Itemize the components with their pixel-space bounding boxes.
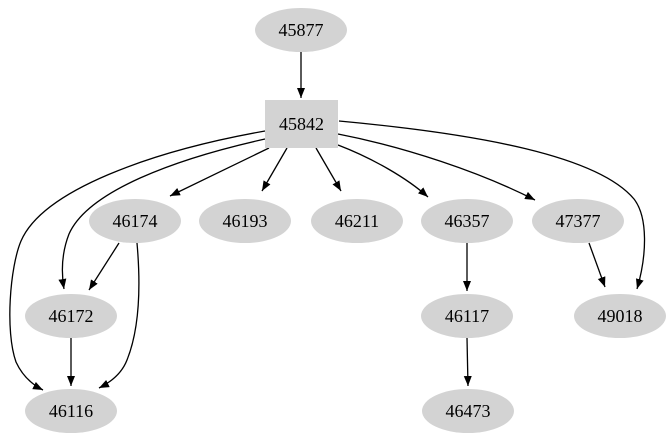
node-46117: 46117 bbox=[421, 294, 513, 338]
node-label: 47377 bbox=[555, 211, 601, 231]
node-label: 46116 bbox=[48, 401, 94, 421]
node-label: 46172 bbox=[48, 306, 94, 326]
node-46473: 46473 bbox=[422, 389, 514, 433]
edge-45842-46357 bbox=[337, 144, 429, 198]
node-label: 45842 bbox=[279, 114, 324, 134]
edge-45842-46116 bbox=[9, 130, 266, 391]
node-label: 46473 bbox=[445, 401, 491, 421]
edge-45842-46174 bbox=[169, 147, 270, 197]
node-47377: 47377 bbox=[532, 199, 624, 243]
edge-45842-46193 bbox=[261, 147, 288, 192]
edge-45842-49018 bbox=[338, 120, 646, 290]
node-label: 49018 bbox=[597, 306, 643, 326]
node-46172: 46172 bbox=[25, 294, 117, 338]
edge-46174-46172 bbox=[88, 242, 120, 291]
node-label: 46117 bbox=[444, 306, 490, 326]
node-label: 45877 bbox=[278, 20, 324, 40]
edge-45842-46172 bbox=[58, 138, 266, 290]
edge-45842-47377 bbox=[337, 133, 536, 201]
node-label: 46211 bbox=[334, 211, 380, 231]
node-46174: 46174 bbox=[89, 199, 181, 243]
edge-46174-46116 bbox=[98, 242, 140, 389]
node-46193: 46193 bbox=[199, 199, 291, 243]
node-46357: 46357 bbox=[421, 199, 513, 243]
node-46116: 46116 bbox=[25, 389, 117, 433]
edge-46117-46473 bbox=[463, 337, 472, 387]
edge-47377-49018 bbox=[588, 242, 606, 288]
node-45842: 45842 bbox=[265, 100, 338, 148]
node-label: 46357 bbox=[444, 211, 490, 231]
node-46211: 46211 bbox=[311, 199, 403, 243]
node-45877: 45877 bbox=[255, 8, 347, 52]
edge-45842-46211 bbox=[315, 147, 342, 192]
node-label: 46193 bbox=[222, 211, 268, 231]
node-49018: 49018 bbox=[574, 294, 666, 338]
node-label: 46174 bbox=[112, 211, 158, 231]
